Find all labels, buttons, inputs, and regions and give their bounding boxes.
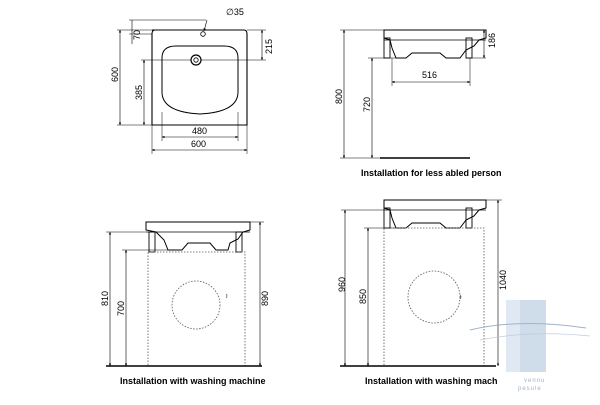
washing-machine-box xyxy=(383,227,485,367)
dim-960-label: 960 xyxy=(337,277,347,292)
dim-700-label: 700 xyxy=(116,301,126,316)
dim-600-width-label: 600 xyxy=(191,139,206,149)
washing-machine-caption-right: Installation with washing mach xyxy=(365,376,498,386)
watermark-text-line2: pesule xyxy=(518,386,542,392)
washing-machine-door-icon xyxy=(171,280,221,330)
washing-machine-box xyxy=(147,251,246,367)
dim-890-label: 890 xyxy=(260,291,270,306)
dim-480-label: 480 xyxy=(192,126,207,136)
watermark-logo: vennu pesule xyxy=(469,300,591,392)
dim-215-label: 215 xyxy=(264,39,274,54)
washing-machine-install-left: 810 700 890 Installation with washing ma… xyxy=(100,221,270,386)
watermark-text-line1: vennu xyxy=(524,378,545,384)
less-abled-install-drawing: 186 516 800 720 Installation for less ab… xyxy=(334,29,502,178)
dim-810-label: 810 xyxy=(100,291,110,306)
washing-machine-caption-left: Installation with washing machine xyxy=(120,376,266,386)
dim-720-label: 720 xyxy=(362,97,372,112)
washing-machine-install-right: 960 850 1040 Installation with washing m… xyxy=(337,199,508,386)
dim-1040-label: 1040 xyxy=(498,270,508,290)
basin-side-profile xyxy=(383,199,487,229)
dim-600-height-label: 600 xyxy=(110,67,120,82)
dim-850-label: 850 xyxy=(358,289,368,304)
dim-385-label: 385 xyxy=(134,85,144,100)
washing-machine-door-icon xyxy=(407,270,461,324)
hole-diameter-label: ∅35 xyxy=(226,7,244,17)
drain-icon xyxy=(190,54,202,66)
basin-front-profile xyxy=(145,221,251,251)
less-abled-caption: Installation for less abled person xyxy=(361,168,502,178)
dim-186-label: 186 xyxy=(487,33,497,48)
basin-side-profile xyxy=(383,29,487,59)
basin-bowl xyxy=(161,45,239,115)
dim-70-label: 70 xyxy=(132,30,142,40)
basin-outline xyxy=(151,29,248,126)
tap-hole-icon xyxy=(200,31,206,37)
top-view-drawing: ∅35 70 600 385 215 480 600 xyxy=(110,7,274,154)
dim-800-label: 800 xyxy=(334,89,344,104)
dim-516-label: 516 xyxy=(422,70,437,80)
